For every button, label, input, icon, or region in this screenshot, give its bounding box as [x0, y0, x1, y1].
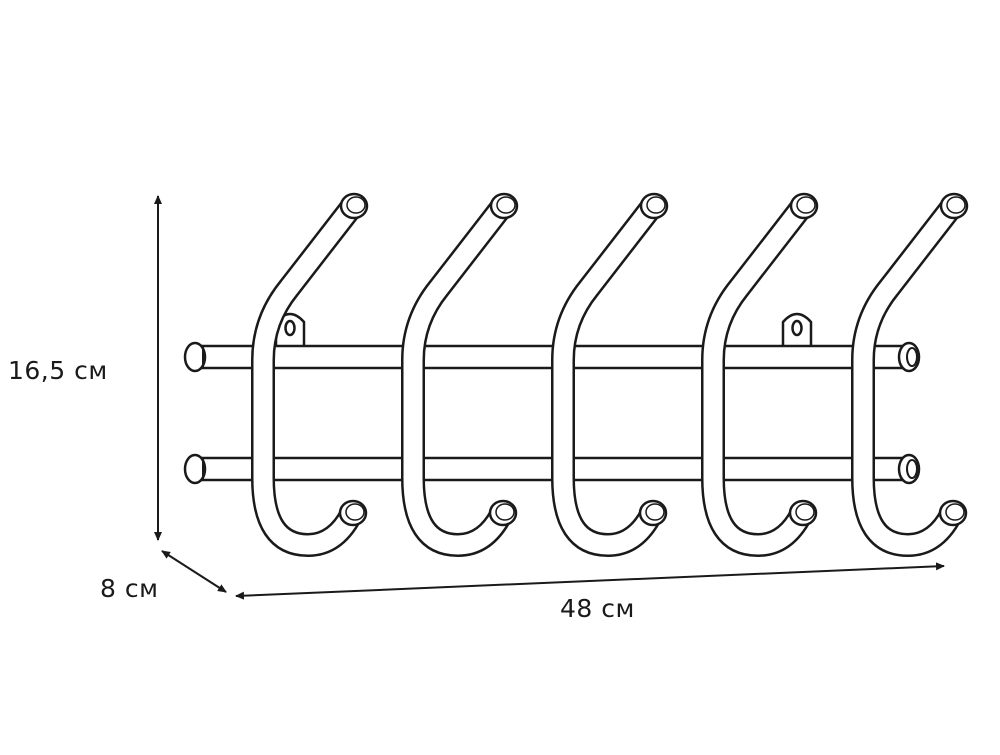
hook [401, 192, 519, 557]
hook-bottom-tip-face [345, 503, 365, 521]
screw-hole [791, 319, 803, 337]
hook-bottom-tip-face [945, 503, 965, 521]
height-dimension-label: 16,5 см [8, 356, 108, 385]
hook [551, 192, 669, 557]
hook [701, 192, 819, 557]
hook-body [853, 202, 960, 555]
rail-end-cap-right-inner [906, 347, 918, 367]
hook-top-tip-face [346, 196, 366, 214]
width-dimension-label: 48 см [560, 594, 635, 623]
hook [851, 192, 969, 557]
rail-end-cap-left [183, 341, 207, 373]
hook-bottom-tip-face [645, 503, 665, 521]
mounting-plate [781, 312, 813, 349]
hook-bottom-tip-face [795, 503, 815, 521]
hook-top-tip-face [796, 196, 816, 214]
hook-body [553, 202, 660, 555]
dimension-arrows [154, 195, 945, 600]
hook-body [703, 202, 810, 555]
rail-end-cap-left [183, 453, 207, 485]
hook-top-tip-face [946, 196, 966, 214]
width-arrow [235, 562, 945, 600]
hook-top-tip-face [496, 196, 516, 214]
hook-top-tip-face [646, 196, 666, 214]
mounting-plates [274, 312, 813, 349]
depth-arrow [161, 550, 227, 593]
hook [251, 192, 369, 557]
mounting-plate [274, 312, 306, 349]
hook-body [403, 202, 510, 555]
hook-body [253, 202, 360, 555]
screw-hole [284, 319, 296, 337]
hooks [251, 192, 969, 557]
rail-end-cap-right-inner [906, 459, 918, 479]
depth-dimension-label: 8 см [100, 574, 159, 603]
hook-bottom-tip-face [495, 503, 515, 521]
